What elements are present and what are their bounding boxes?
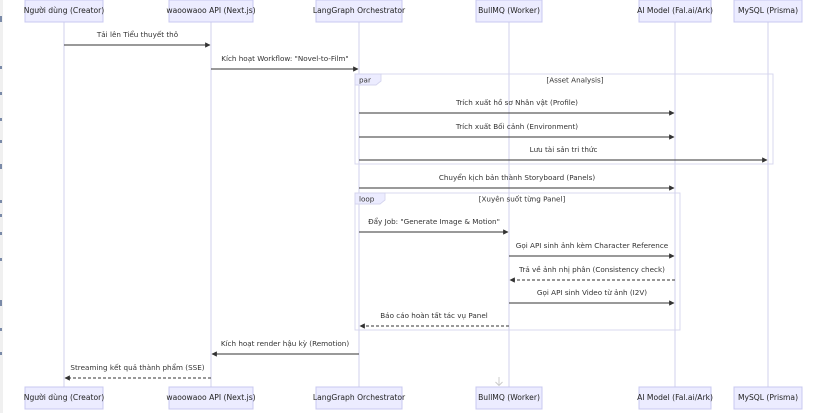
message-9: Trả về ảnh nhị phân (Consistency check) (509, 265, 675, 283)
participant-label: AI Model (Fal.ai/Ark) (637, 393, 713, 402)
frame-condition: [Asset Analysis] (546, 76, 603, 85)
participant-bull-bottom: BullMQ (Worker) (475, 386, 543, 410)
message-6: Chuyển kịch bản thành Storyboard (Panels… (359, 173, 675, 191)
participant-label: MySQL (Prisma) (738, 393, 798, 402)
message-label: Báo cáo hoàn tất tác vụ Panel (380, 311, 488, 320)
participant-box (24, 0, 104, 23)
message-label: Trích xuất hồ sơ Nhân vật (Profile) (455, 98, 578, 107)
message-2: Kích hoạt Workflow: "Novel-to-Film" (211, 54, 359, 72)
participant-box (638, 0, 712, 23)
message-11: Báo cáo hoàn tất tác vụ Panel (359, 311, 509, 329)
frame-tab (354, 192, 386, 205)
participants: Người dùng (Creator) Người dùng (Creator)… (24, 0, 803, 410)
participant-label: Người dùng (Creator) (24, 393, 104, 402)
frame-border (354, 192, 681, 331)
participant-db-bottom: MySQL (Prisma) (733, 386, 803, 410)
cursor-icon (495, 377, 503, 387)
message-12: Kích hoạt render hậu kỳ (Remotion) (211, 339, 359, 357)
participant-label: BullMQ (Worker) (478, 6, 540, 15)
frame-loop: loop [Xuyên suốt từng Panel] (354, 192, 681, 331)
participant-box (638, 386, 712, 410)
participant-api-top: waoowaoo API (Next.js) (166, 0, 256, 23)
message-label: Kích hoạt render hậu kỳ (Remotion) (221, 339, 350, 348)
left-edge-strip (0, 0, 3, 413)
message-label: Tải lên Tiểu thuyết thô (96, 30, 178, 39)
participant-label: LangGraph Orchestrator (313, 6, 406, 15)
participant-box (733, 386, 803, 410)
participant-box (475, 386, 543, 410)
combined-fragments: par [Asset Analysis] loop [Xuyên suốt từng … (354, 73, 774, 331)
frame-par: par [Asset Analysis] (354, 73, 774, 165)
participant-label: BullMQ (Worker) (478, 393, 540, 402)
participant-api-bottom: waoowaoo API (Next.js) (166, 386, 256, 410)
participant-box (168, 0, 254, 23)
participant-bull-top: BullMQ (Worker) (475, 0, 543, 23)
message-label: Trả về ảnh nhị phân (Consistency check) (518, 265, 665, 274)
participant-box (733, 0, 803, 23)
participant-box (315, 386, 403, 410)
message-10: Gọi API sinh Video từ ảnh (I2V) (509, 288, 675, 306)
left-edge-ticks (0, 16, 2, 355)
frame-condition: [Xuyên suốt từng Panel] (479, 195, 566, 204)
lifelines (63, 22, 769, 387)
participant-box (24, 386, 104, 410)
message-label: Chuyển kịch bản thành Storyboard (Panels… (439, 173, 596, 182)
message-3: Trích xuất hồ sơ Nhân vật (Profile) (359, 98, 675, 116)
participant-label: waoowaoo API (Next.js) (166, 393, 255, 402)
message-1: Tải lên Tiểu thuyết thô (64, 30, 211, 48)
participant-box (168, 386, 254, 410)
participant-ai-bottom: AI Model (Fal.ai/Ark) (637, 386, 713, 410)
message-7: Đẩy Job: "Generate Image & Motion" (359, 217, 509, 235)
message-label: Gọi API sinh Video từ ảnh (I2V) (537, 288, 647, 297)
participant-box (475, 0, 543, 23)
participant-label: MySQL (Prisma) (738, 6, 798, 15)
message-label: Đẩy Job: "Generate Image & Motion" (368, 217, 500, 226)
participant-orch-top: LangGraph Orchestrator (313, 0, 406, 23)
frame-kind-label: par (359, 76, 371, 85)
participant-db-top: MySQL (Prisma) (733, 0, 803, 23)
participant-label: AI Model (Fal.ai/Ark) (637, 6, 713, 15)
message-label: Kích hoạt Workflow: "Novel-to-Film" (221, 54, 348, 63)
frame-kind-label: loop (359, 195, 375, 204)
frame-border (354, 73, 774, 165)
frame-tab (354, 73, 382, 86)
message-13: Streaming kết quả thành phẩm (SSE) (64, 363, 211, 381)
message-5: Lưu tài sản tri thức (359, 145, 768, 163)
participant-label: waoowaoo API (Next.js) (166, 6, 255, 15)
participant-orch-bottom: LangGraph Orchestrator (313, 386, 406, 410)
message-label: Lưu tài sản tri thức (530, 145, 598, 154)
participant-ai-top: AI Model (Fal.ai/Ark) (637, 0, 713, 23)
message-label: Streaming kết quả thành phẩm (SSE) (70, 363, 204, 372)
message-label: Gọi API sinh ảnh kèm Character Reference (516, 241, 669, 250)
message-8: Gọi API sinh ảnh kèm Character Reference (509, 241, 675, 259)
participant-user-top: Người dùng (Creator) (24, 0, 104, 23)
participant-box (315, 0, 403, 23)
participant-label: LangGraph Orchestrator (313, 393, 406, 402)
message-label: Trích xuất Bối cảnh (Environment) (455, 122, 578, 131)
message-4: Trích xuất Bối cảnh (Environment) (359, 122, 675, 140)
participant-user-bottom: Người dùng (Creator) (24, 386, 104, 410)
participant-label: Người dùng (Creator) (24, 6, 104, 15)
